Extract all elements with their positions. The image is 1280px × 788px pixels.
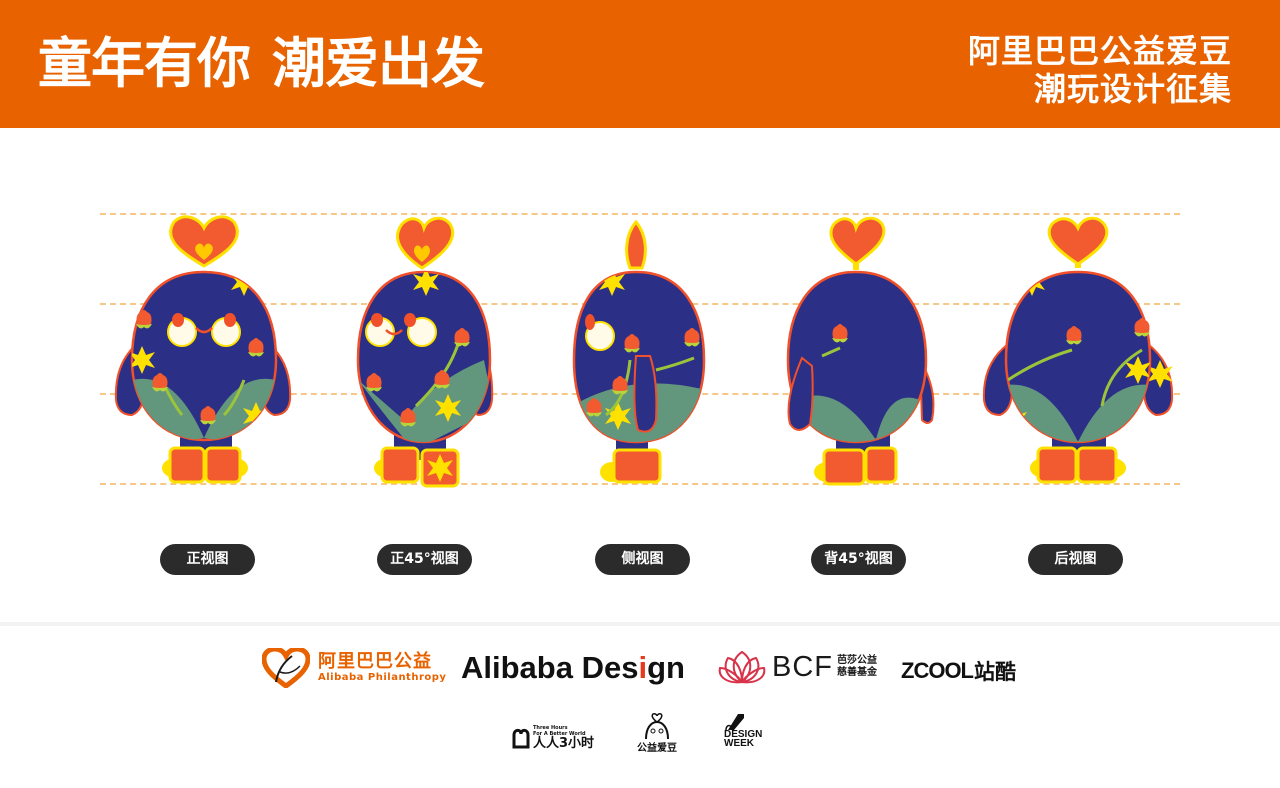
campaign-slogan: 童年有你潮爱出发 <box>38 22 485 106</box>
alibaba-philanthropy-en: Alibaba Philanthropy <box>318 672 447 683</box>
slogan-part-1: 童年有你 <box>38 32 251 95</box>
guide-line-bottom <box>100 483 1180 485</box>
design-week-mark-icon <box>725 714 744 730</box>
campaign-title-line-2: 潮玩设计征集 <box>1033 70 1232 108</box>
three-hours-logo: Three Hours For A Better World 人人3小时 <box>511 725 594 751</box>
lotus-icon <box>718 650 766 684</box>
character-back-45-view <box>780 210 940 490</box>
campaign-title-line-1: 阿里巴巴公益爱豆 <box>967 32 1232 70</box>
view-label-back-45: 背45°视图 <box>811 544 906 575</box>
footer-divider <box>0 622 1280 626</box>
slogan-part-2: 潮爱出发 <box>272 32 485 95</box>
character-back-view <box>978 210 1178 490</box>
character-front-45-view <box>344 210 504 490</box>
alibaba-philanthropy-cn: 阿里巴巴公益 <box>318 651 432 672</box>
character-side-view <box>566 210 716 490</box>
header-banner: 童年有你潮爱出发 阿里巴巴公益爱豆 潮玩设计征集 <box>0 0 1280 128</box>
heart-hand-icon <box>262 648 310 688</box>
view-label-front: 正视图 <box>160 544 255 575</box>
design-week-logo: DESIGN WEEK <box>724 714 762 749</box>
campaign-title: 阿里巴巴公益爱豆 潮玩设计征集 <box>968 32 1232 108</box>
bcf-abbr: BCF <box>772 650 833 683</box>
view-label-back: 后视图 <box>1028 544 1123 575</box>
view-label-side: 侧视图 <box>595 544 690 575</box>
mascot-face-icon <box>645 713 669 740</box>
guide-line-top <box>100 213 1180 215</box>
bcf-logo: BCF 芭莎公益 慈善基金 <box>716 648 877 686</box>
gongyi-aidou-logo: 公益爱豆 <box>637 712 677 754</box>
heart-outline-icon <box>512 728 530 749</box>
character-front-view <box>104 210 304 490</box>
alibaba-philanthropy-logo: 阿里巴巴公益 Alibaba Philanthropy <box>262 648 446 688</box>
view-label-front-45: 正45°视图 <box>377 544 472 575</box>
